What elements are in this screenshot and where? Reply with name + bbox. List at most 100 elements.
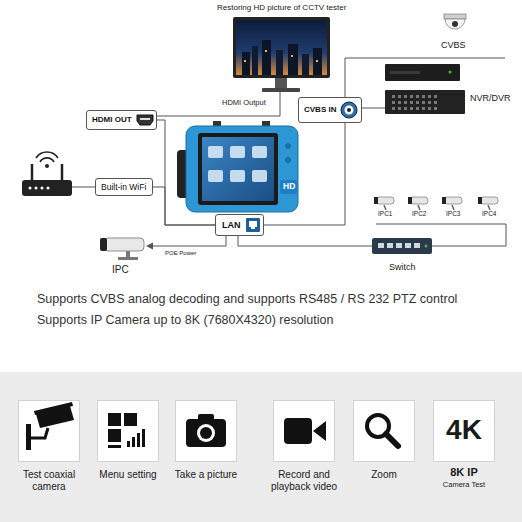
cctv-tester xyxy=(280,180,297,194)
device-label: NVR/DVR xyxy=(470,93,511,103)
connector xyxy=(264,123,345,225)
dvr-recorder xyxy=(404,101,407,104)
dvr-recorder xyxy=(416,101,419,104)
cctv-tester xyxy=(177,121,298,212)
cctv-icon xyxy=(31,428,48,438)
resolution-badge: 4K xyxy=(433,413,495,447)
feature-band xyxy=(18,400,80,462)
feature-card: Zoom xyxy=(353,400,415,462)
dvr-recorder xyxy=(404,95,407,98)
feature-caption: Camera Test xyxy=(419,481,509,490)
menu-icon xyxy=(108,413,145,448)
feature-card: Test coaxial camera xyxy=(18,400,80,462)
feature-card: Menu setting xyxy=(97,400,159,462)
dvr-recorder xyxy=(428,95,431,98)
dvr-recorder xyxy=(398,107,401,110)
zoom-icon xyxy=(386,434,398,446)
bnc-port-icon xyxy=(347,108,351,112)
monitor-picture xyxy=(265,50,267,52)
dvr-recorder xyxy=(416,107,419,110)
dvr-recorder xyxy=(392,107,395,110)
dome-camera xyxy=(452,21,458,27)
dvr-recorder xyxy=(416,95,419,98)
bnc-port-icon xyxy=(345,106,354,115)
dvr-recorder xyxy=(398,101,401,104)
monitor-picture xyxy=(288,44,298,75)
dome-camera xyxy=(445,19,465,29)
feature-caption: 8K IP xyxy=(419,466,509,479)
monitor-picture xyxy=(313,48,322,75)
network-switch xyxy=(387,243,393,248)
cctv-tester xyxy=(208,146,267,182)
monitor-picture xyxy=(262,40,271,75)
cctv-tester xyxy=(208,170,223,182)
wifi-router xyxy=(35,187,38,190)
feature-band xyxy=(0,372,522,522)
cctv-tester xyxy=(230,146,245,158)
box-label: LAN xyxy=(222,221,241,230)
camera-label: IPC2 xyxy=(412,210,426,217)
dvr-recorder xyxy=(410,95,413,98)
dvr-recorder xyxy=(428,101,431,104)
cable-line xyxy=(238,236,372,246)
wifi-router xyxy=(47,187,50,190)
menu-icon xyxy=(108,429,121,442)
photo-icon xyxy=(197,424,215,442)
wifi-router xyxy=(31,164,34,181)
dvr-recorder xyxy=(390,71,420,74)
feature-note: Supports IP Camera up to 8K (7680X4320) … xyxy=(37,313,333,327)
cctv-tester xyxy=(285,157,291,163)
menu-icon xyxy=(108,413,121,426)
monitor-picture xyxy=(316,60,318,62)
poe-arrow xyxy=(146,243,153,250)
zoom-icon xyxy=(367,415,398,446)
menu-icon xyxy=(137,433,140,447)
hd-badge: HD xyxy=(283,182,295,192)
ip-camera xyxy=(488,205,490,210)
camera-label: IPC3 xyxy=(446,210,460,217)
ethernet-port-icon xyxy=(246,218,260,232)
ip-camera xyxy=(444,197,462,204)
cable-label: HDMI Output xyxy=(222,99,266,108)
power-label: POE Power xyxy=(165,250,196,257)
ip-camera xyxy=(384,205,386,210)
bnc-port-icon xyxy=(341,102,357,118)
monitor-picture xyxy=(252,46,258,75)
ip-camera xyxy=(100,238,144,260)
connector xyxy=(153,187,215,225)
feature-band xyxy=(433,400,495,462)
network-switch xyxy=(378,243,384,248)
dvr-recorder xyxy=(434,101,437,104)
feature-band xyxy=(175,400,237,462)
cable-line xyxy=(72,187,95,188)
network-switch xyxy=(372,238,432,254)
video-icon xyxy=(284,418,326,444)
feature-band xyxy=(273,400,335,462)
box-label: Built-in WiFi xyxy=(101,183,146,192)
dvr-recorder xyxy=(422,107,425,110)
feature-note: Supports CVBS analog decoding and suppor… xyxy=(37,292,457,306)
feature-band xyxy=(97,400,159,462)
feature-band xyxy=(353,400,415,462)
dvr-recorder xyxy=(410,107,413,110)
picture-caption: Restoring HD picture of CCTV tester xyxy=(217,3,346,12)
wifi-router xyxy=(36,152,58,158)
dvr-recorder xyxy=(410,101,413,104)
cctv-tester xyxy=(186,126,298,212)
dvr-recorder xyxy=(422,95,425,98)
menu-icon xyxy=(124,413,137,426)
dvr-recorder xyxy=(385,64,460,81)
cable-line xyxy=(362,108,385,109)
dvr-recorder xyxy=(434,95,437,98)
network-switch xyxy=(425,245,428,248)
ip-camera xyxy=(478,197,482,204)
dvr-recorder xyxy=(392,101,395,104)
video-icon xyxy=(313,421,326,441)
cctv-tester xyxy=(202,137,274,201)
wifi-router xyxy=(22,180,72,196)
dvr-recorder xyxy=(398,95,401,98)
feature-caption: Take a picture xyxy=(161,469,251,481)
ip-camera xyxy=(452,205,454,210)
